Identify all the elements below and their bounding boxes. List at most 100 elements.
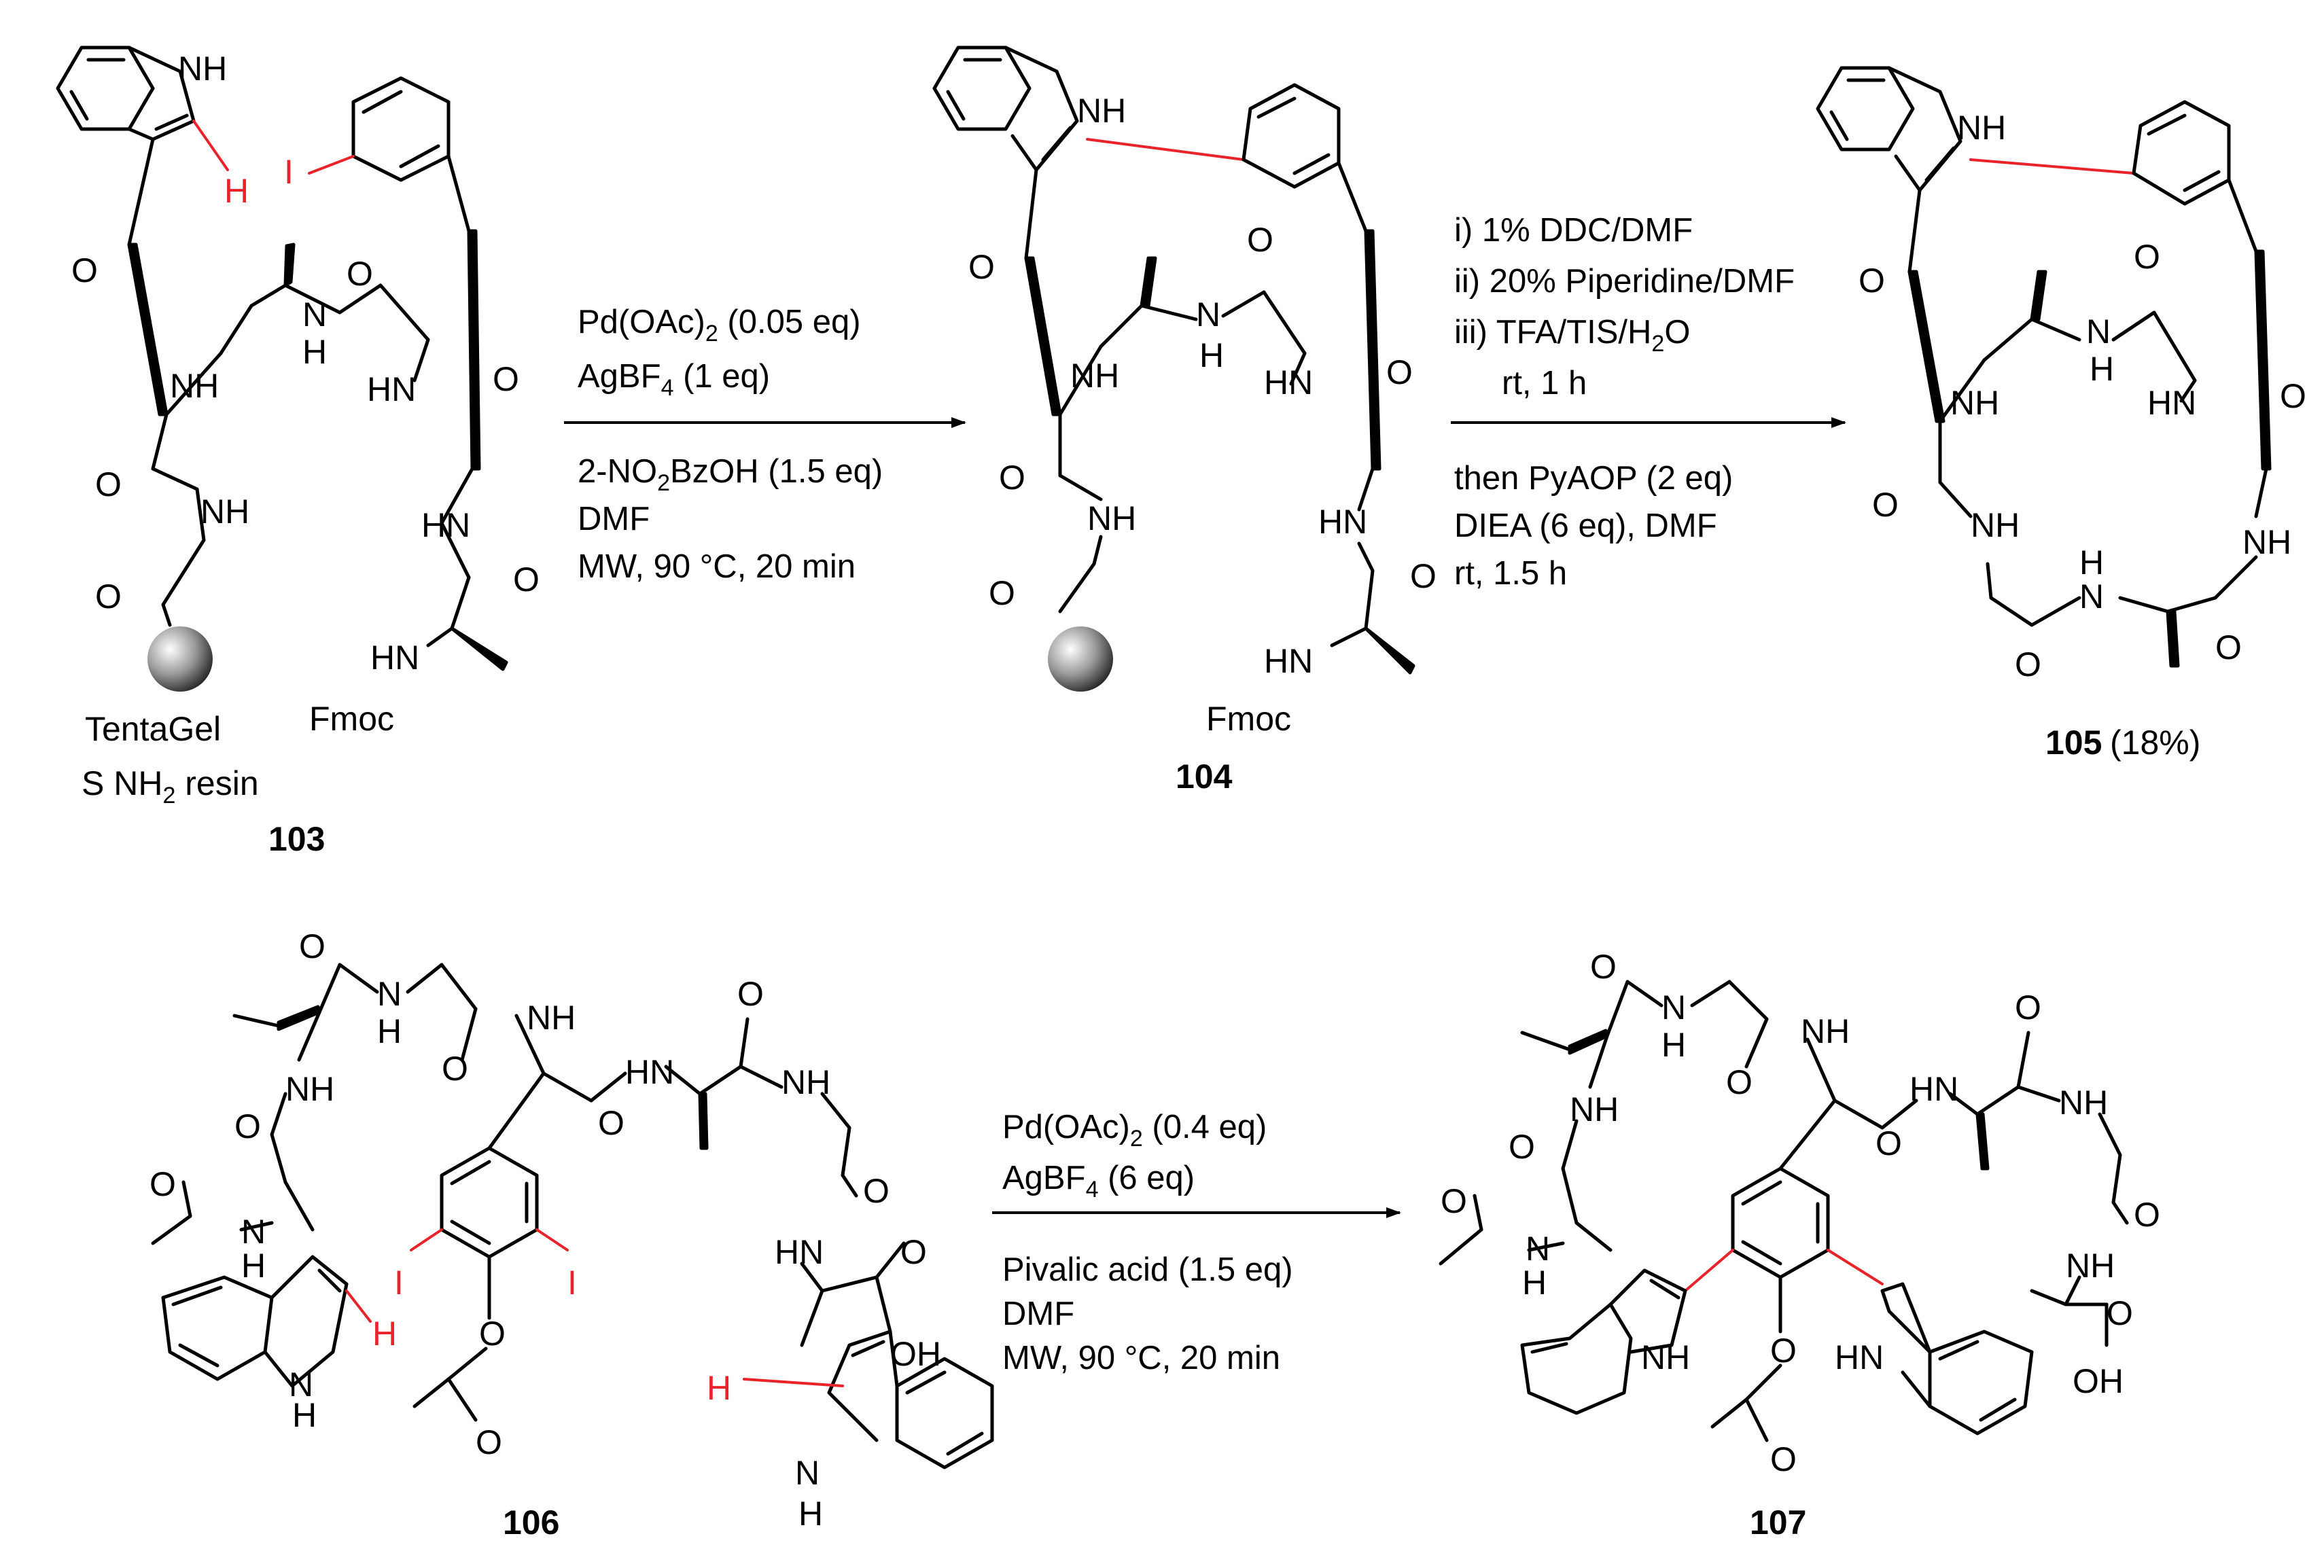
o-105g: O — [2215, 628, 2242, 666]
oh-106h: OH — [890, 1335, 941, 1373]
conditions-1: Pd(OAc)2 (0.05 eq) AgBF4 (1 eq) 2-NO2BzO… — [578, 304, 883, 585]
cond2-line2: ii) 20% Piperidine/DMF — [1454, 263, 1795, 300]
n-105f: N — [2079, 577, 2104, 616]
indole-nh-105: NH — [1957, 109, 2006, 147]
indole-nh-104: NH — [1077, 92, 1126, 130]
ci-bond-106b — [535, 1228, 569, 1251]
o-104c: O — [1386, 353, 1413, 391]
nh-105d: NH — [1971, 506, 2020, 544]
peptide-backbone-105 — [1907, 178, 2272, 668]
o-106j: O — [234, 1107, 261, 1145]
nh-107g: NH — [2066, 1247, 2115, 1285]
cond1-line5: MW, 90 °C, 20 min — [578, 548, 856, 585]
hn-104c: HN — [1264, 363, 1313, 402]
nh-106i: NH — [285, 1070, 334, 1108]
compound-number-103: 103 — [268, 820, 325, 858]
hn-104e: HN — [1318, 503, 1367, 541]
indole-ring-104 — [932, 46, 1079, 172]
indole-left-107 — [1520, 1268, 1687, 1415]
iodo-106b: I — [567, 1264, 577, 1302]
nh-104d: NH — [1087, 499, 1136, 537]
h-105f: H — [2079, 544, 2104, 582]
compound-105: NH — [1816, 66, 2306, 762]
nh-105e: NH — [2242, 523, 2291, 561]
cond3-line3: Pivalic acid (1.5 eq) — [1002, 1251, 1293, 1288]
o-105c: O — [2280, 377, 2306, 415]
compound-number-104: 104 — [1176, 758, 1233, 796]
indole-nh-103: NH — [178, 50, 227, 88]
o-106n: O — [479, 1315, 506, 1353]
o-105h: O — [2015, 645, 2041, 683]
indole-right-106 — [827, 1330, 994, 1469]
peptide-backbone-103 — [127, 137, 508, 671]
n-105b: N — [2086, 313, 2111, 351]
cond2-line7: rt, 1.5 h — [1454, 555, 1567, 592]
ch-bond-106b — [743, 1378, 844, 1387]
conditions-3: Pd(OAc)2 (0.4 eq) AgBF4 (6 eq) Pivalic a… — [1002, 1109, 1293, 1376]
indole-ring-103 — [56, 46, 196, 141]
resin-label-103: TentaGel — [85, 710, 221, 748]
o-106h: O — [900, 1233, 927, 1271]
iodo-103: I — [284, 153, 294, 191]
o-103b: O — [347, 255, 373, 293]
o-103c: O — [493, 360, 519, 398]
nh-106c: NH — [527, 999, 576, 1037]
iodo-106a: I — [394, 1264, 404, 1302]
o-106c: O — [442, 1050, 468, 1088]
o-106d: O — [598, 1104, 624, 1142]
cond2-line6: DIEA (6 eq), DMF — [1454, 507, 1717, 544]
o-103a: O — [71, 251, 98, 289]
cond3-line4: DMF — [1002, 1296, 1074, 1332]
o-106f: O — [863, 1172, 890, 1210]
n-107l: N — [1526, 1230, 1550, 1268]
hn-105c: HN — [2147, 384, 2196, 422]
o-107f: O — [2134, 1196, 2160, 1234]
hn-103e: HN — [421, 506, 470, 544]
o-107c: O — [1726, 1063, 1753, 1101]
n-106l: N — [241, 1213, 266, 1251]
h-105b: H — [2090, 350, 2114, 388]
o-103e: O — [513, 560, 540, 599]
new-cc-bond-107b — [1827, 1249, 1884, 1285]
cond2-line4: rt, 1 h — [1502, 365, 1587, 402]
o-106o: O — [476, 1423, 502, 1461]
compound-number-107: 107 — [1750, 1503, 1806, 1542]
nh-107c: NH — [1801, 1012, 1850, 1050]
o-105d: O — [1872, 486, 1899, 524]
conditions-2: i) 1% DDC/DMF ii) 20% Piperidine/DMF iii… — [1454, 212, 1795, 592]
cond2-line5: then PyAOP (2 eq) — [1454, 460, 1733, 497]
cond3-line5: MW, 90 °C, 20 min — [1002, 1340, 1280, 1376]
o-107o: O — [1770, 1332, 1797, 1370]
hn-106g: HN — [775, 1233, 824, 1271]
hn-104f: HN — [1264, 642, 1313, 680]
o-104e: O — [1410, 557, 1437, 595]
h-103b: H — [302, 333, 327, 371]
fmoc-103: Fmoc — [309, 700, 394, 738]
iodoaryl-ring-103 — [351, 76, 451, 182]
cond1-line2: AgBF4 (1 eq) — [578, 358, 770, 401]
cond1-line3: 2-NO2BzOH (1.5 eq) — [578, 453, 883, 496]
h-107l: H — [1522, 1264, 1547, 1302]
o-104a: O — [968, 248, 995, 286]
peptide-backbone-107 — [1439, 980, 2129, 1347]
new-cc-bond-107a — [1684, 1249, 1734, 1292]
compound-104: NH O N — [932, 46, 1437, 796]
h-106m: H — [292, 1396, 317, 1434]
h-106b: H — [377, 1012, 402, 1050]
indole-ring-105 — [1816, 66, 1962, 192]
nh-107i: NH — [1570, 1090, 1619, 1128]
o-103g: O — [95, 577, 122, 616]
compound-103: NH H I — [56, 46, 540, 858]
h-106l: H — [241, 1247, 266, 1285]
nh-103d: NH — [200, 493, 249, 531]
fmoc-104: Fmoc — [1206, 700, 1291, 738]
nh-103a: NH — [170, 367, 219, 405]
new-cc-bond-104 — [1086, 138, 1245, 161]
hn-103c: HN — [367, 370, 416, 408]
central-aryl-ring-107 — [1710, 1166, 1830, 1442]
resin-bead-103 — [147, 626, 213, 692]
oh-107h: OH — [2073, 1362, 2124, 1400]
o-106e: O — [737, 975, 764, 1013]
o-106k: O — [149, 1165, 176, 1203]
